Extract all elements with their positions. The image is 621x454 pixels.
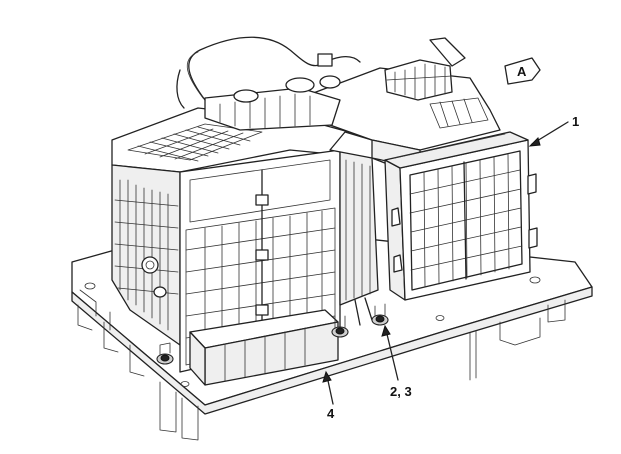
view-marker-a: A [504,57,541,85]
lower-duct-box [189,309,339,386]
callout-1-label: 1 [572,114,579,129]
callout-4-label: 4 [327,406,335,421]
callout-leaders [322,121,569,405]
view-marker-letter: A [517,64,527,79]
mounting-nuts [156,303,389,365]
wire-harness [176,36,361,109]
filter-assembly [384,131,538,301]
callout-2-3-label: 2, 3 [390,384,412,399]
